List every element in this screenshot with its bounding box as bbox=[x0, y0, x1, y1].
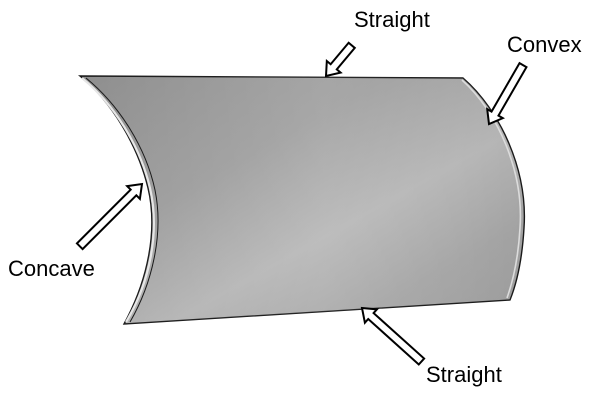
arrow-bottom-straight bbox=[360, 306, 426, 366]
arrow-convex bbox=[485, 61, 528, 126]
sheet-shine bbox=[80, 76, 525, 324]
label-concave: Concave bbox=[8, 256, 95, 281]
label-bottom-straight: Straight bbox=[426, 362, 502, 387]
label-top-straight: Straight bbox=[354, 7, 430, 32]
concave-edge-outline bbox=[85, 77, 159, 323]
concave-edge-highlight bbox=[81, 77, 155, 323]
arrow-concave bbox=[75, 182, 144, 251]
label-convex: Convex bbox=[507, 32, 582, 57]
arrow-top-straight bbox=[324, 41, 357, 78]
